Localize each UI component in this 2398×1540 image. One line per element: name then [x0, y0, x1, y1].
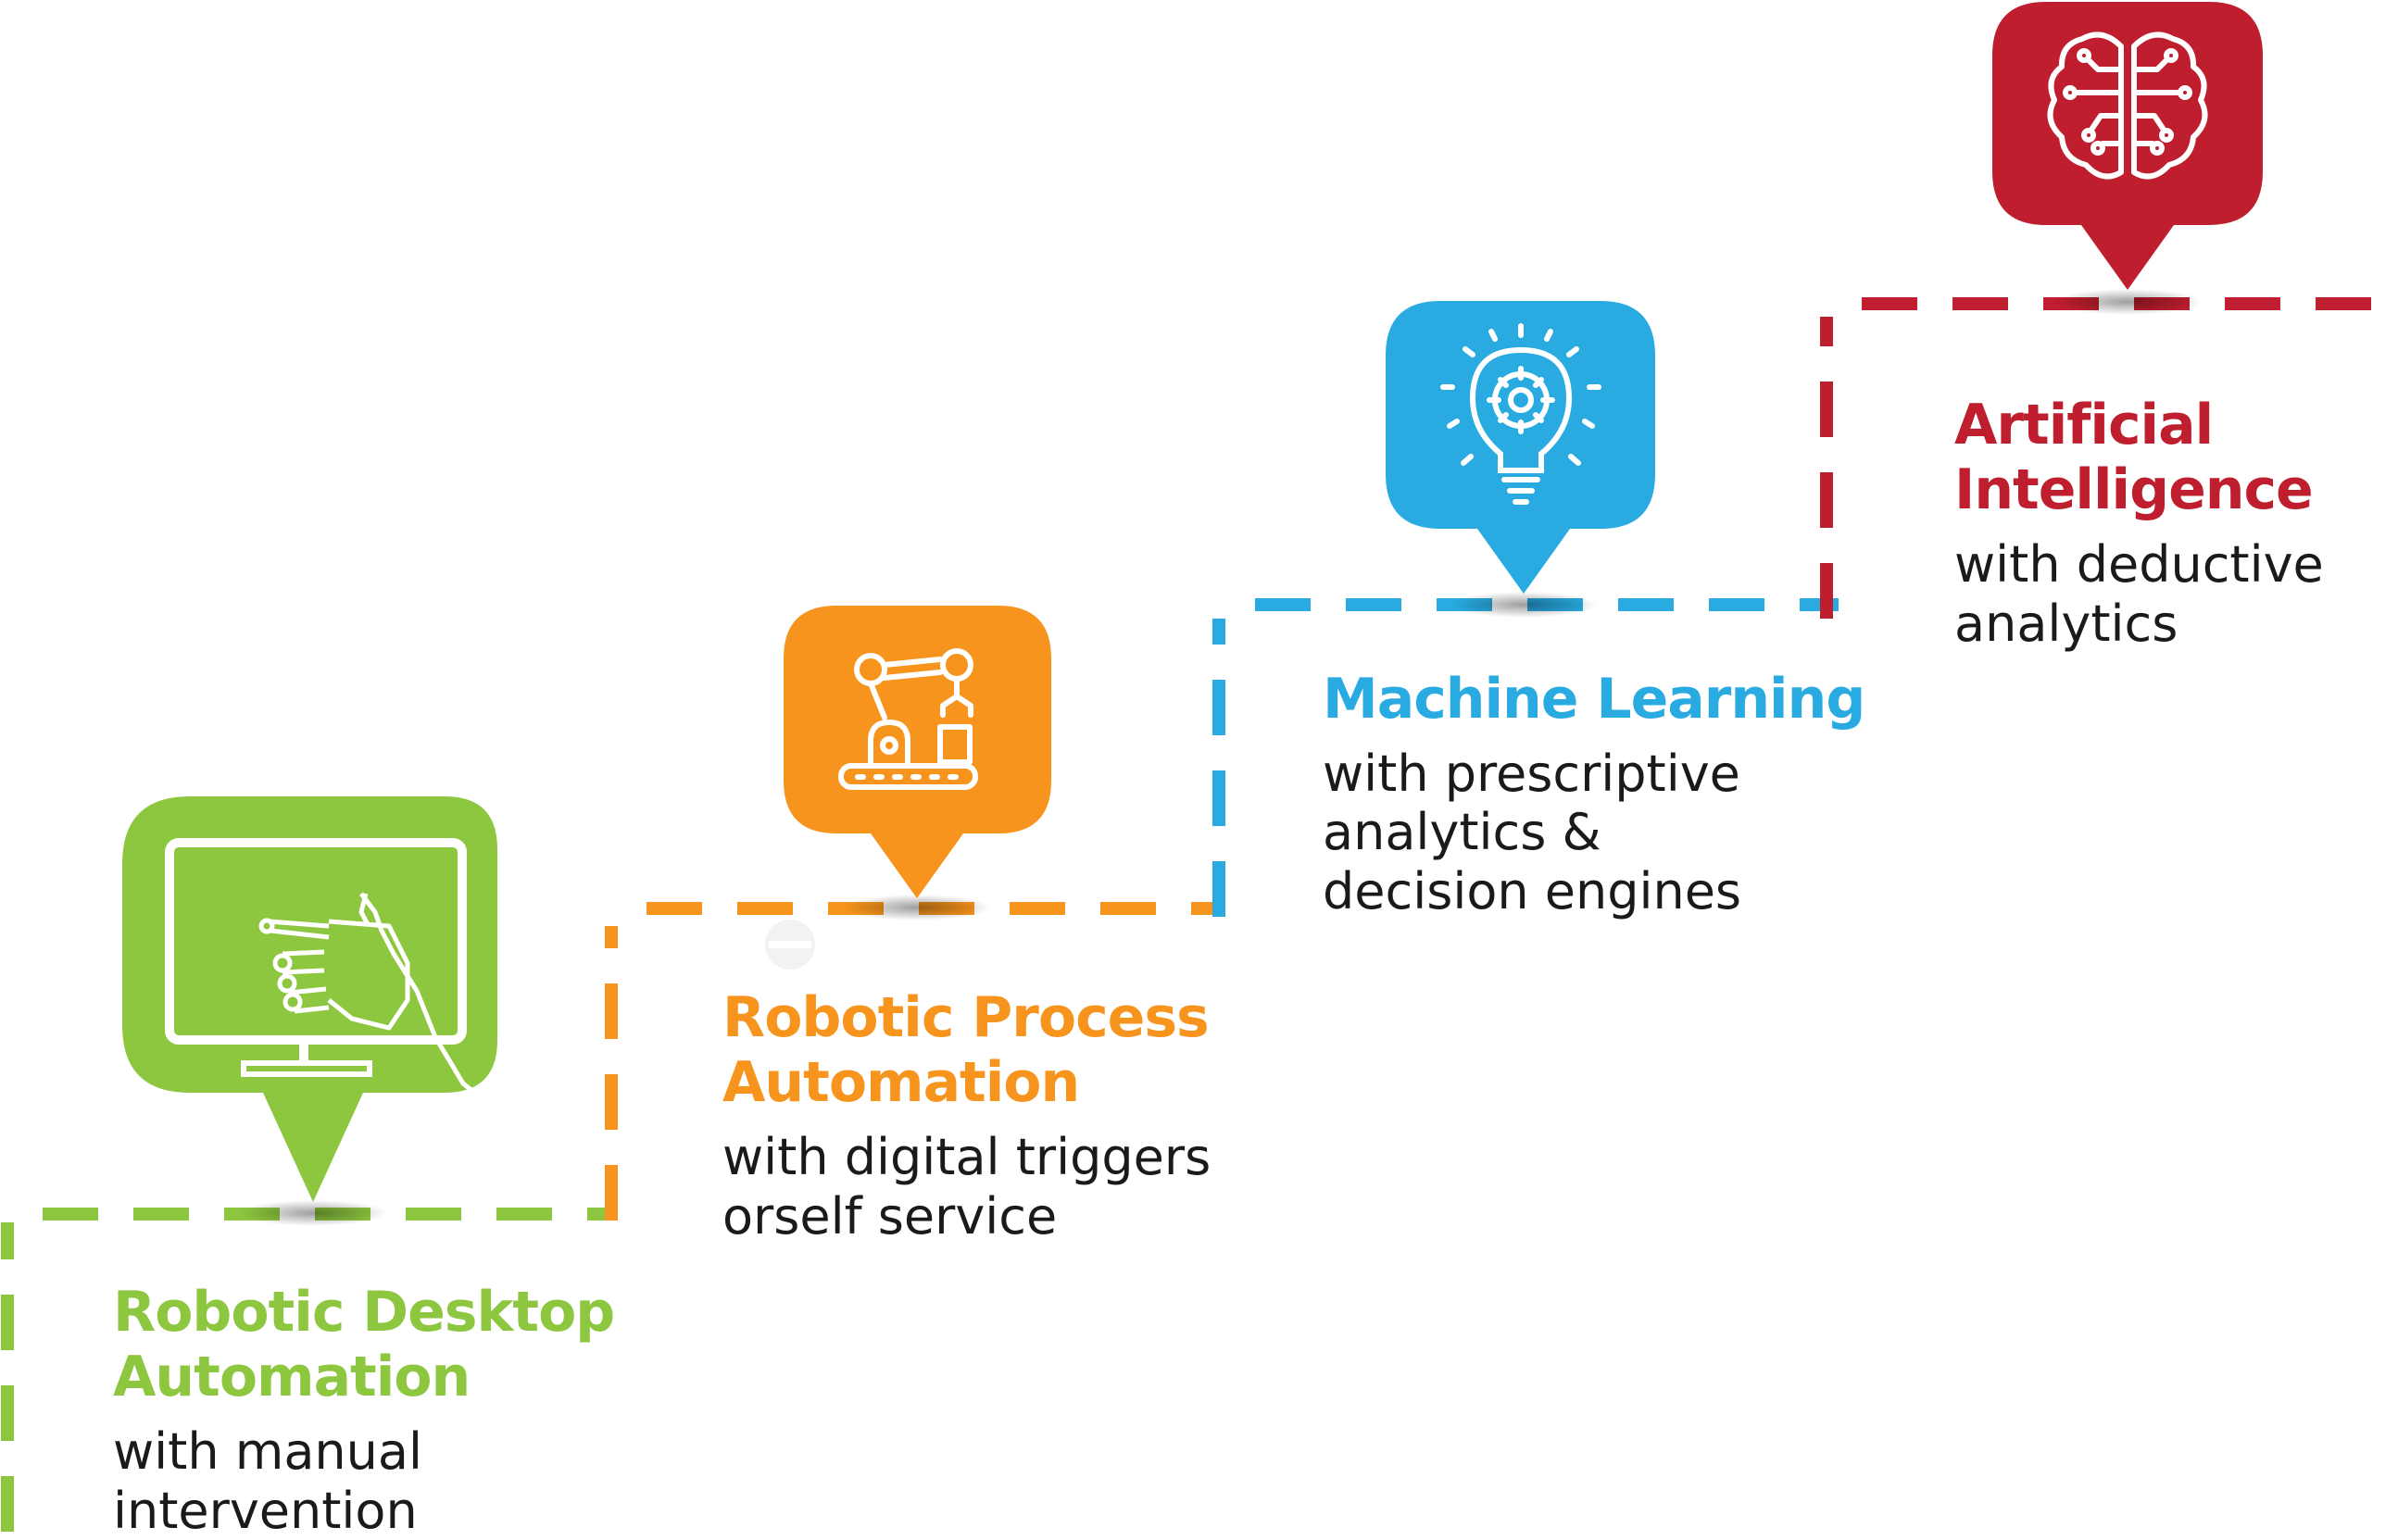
desc-line: with deductive [1954, 535, 2324, 595]
desc-line: intervention [113, 1481, 418, 1540]
desc-line: with digital triggers [722, 1128, 1212, 1187]
step-rda: Robotic Desktop Automation with manual i… [113, 1280, 615, 1540]
desc-line: with prescriptive [1323, 745, 1740, 804]
step-rpa-description: with digital triggers orself service [722, 1128, 1211, 1245]
step-ai: Artificial Intelligence with deductive a… [1954, 393, 2324, 653]
robot-hand-monitor-icon [122, 796, 499, 1202]
circuit-brain-icon [1992, 2, 2263, 290]
step-ai-title: Artificial Intelligence [1954, 393, 2324, 522]
step-ml-title: Machine Learning [1323, 667, 1865, 732]
desc-line: orself service [722, 1186, 1058, 1246]
step-ml-description: with prescriptive analytics & decision e… [1323, 745, 1864, 920]
desc-line: decision engines [1323, 861, 1742, 920]
title-line: Machine Learning [1323, 667, 1865, 732]
title-line: Automation [113, 1345, 471, 1410]
robotic-arms-conveyor-icon [784, 606, 1051, 898]
title-line: Automation [722, 1050, 1080, 1116]
desc-line: analytics [1954, 594, 2178, 653]
lightbulb-gear-icon [1386, 301, 1655, 594]
step-ai-description: with deductive analytics [1954, 535, 2324, 652]
step-rpa: Robotic Process Automation with digital … [722, 985, 1211, 1246]
title-line: Intelligence [1954, 457, 2314, 523]
step-rda-description: with manual intervention [113, 1422, 614, 1539]
desc-line: with manual [113, 1422, 422, 1482]
step-rda-title: Robotic Desktop Automation [113, 1280, 615, 1410]
title-line: Robotic Process [722, 985, 1210, 1050]
title-line: Robotic Desktop [113, 1280, 615, 1345]
desc-line: analytics & [1323, 803, 1601, 862]
title-line: Artificial [1954, 393, 2214, 457]
step-rpa-title: Robotic Process Automation [722, 985, 1211, 1115]
step-path-red [1820, 297, 2398, 619]
step-ml: Machine Learning with prescriptive analy… [1323, 667, 1865, 920]
